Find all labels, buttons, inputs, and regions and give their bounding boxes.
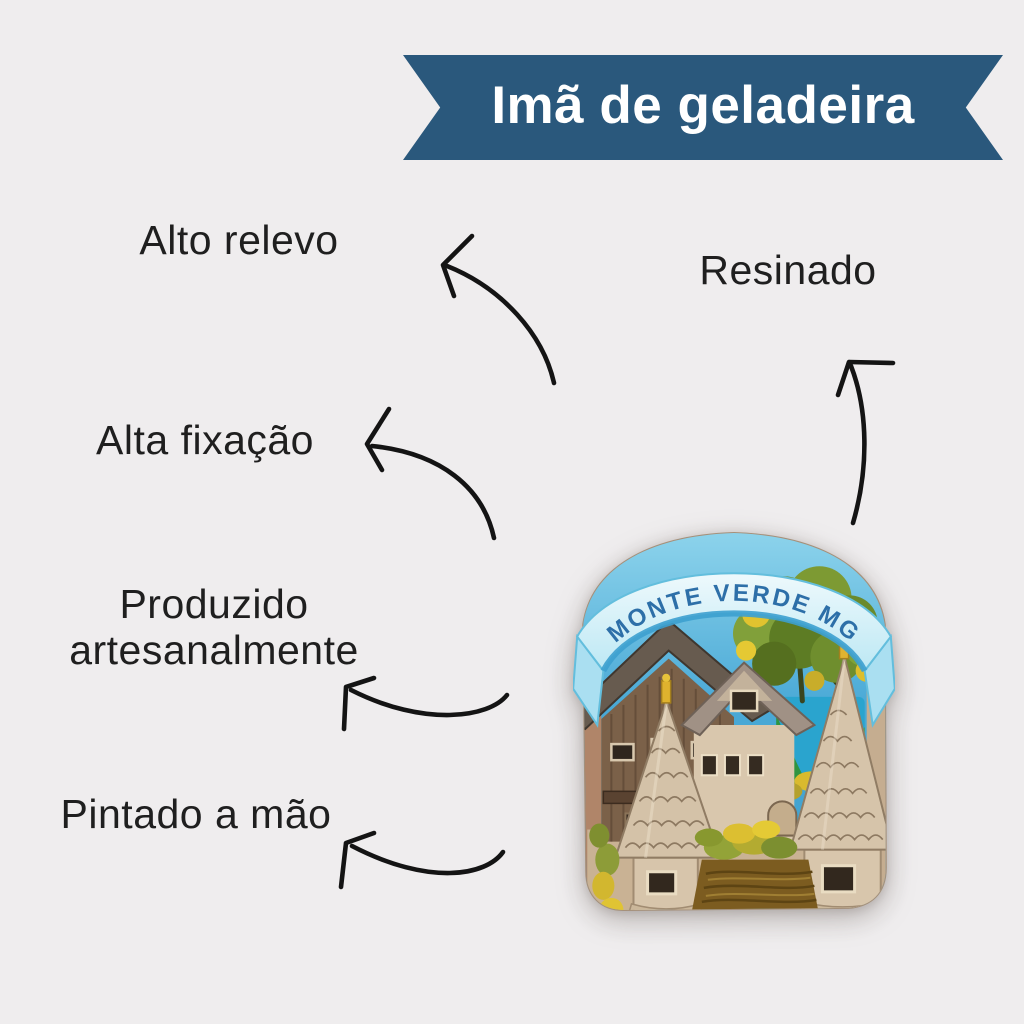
arrow-to-produzido-icon bbox=[341, 675, 510, 732]
magnet-left-tower bbox=[614, 673, 722, 910]
feature-label-produzido-artesanalmente: Produzido artesanalmente bbox=[69, 581, 359, 673]
arrow-to-pintado-icon bbox=[338, 830, 506, 890]
arrow-to-alto-relevo-icon bbox=[440, 233, 557, 386]
page-title: Imã de geladeira bbox=[491, 76, 915, 135]
product-photo-monte-verde-magnet: MONTE VERDE MG bbox=[573, 528, 895, 922]
arrow-to-resinado-icon bbox=[835, 359, 896, 526]
magnet-center-house bbox=[680, 661, 817, 842]
feature-label-resinado: Resinado bbox=[699, 247, 877, 293]
magnet-bushes bbox=[589, 820, 798, 910]
feature-label-pintado-a-mao: Pintado a mão bbox=[60, 791, 332, 837]
arrow-to-alta-fixacao-icon bbox=[364, 406, 497, 541]
feature-label-alto-relevo: Alto relevo bbox=[139, 217, 339, 263]
magnet-dirt-path bbox=[689, 859, 821, 910]
feature-label-alta-fixacao: Alta fixação bbox=[96, 417, 314, 463]
title-ribbon: Imã de geladeira bbox=[403, 55, 1003, 160]
